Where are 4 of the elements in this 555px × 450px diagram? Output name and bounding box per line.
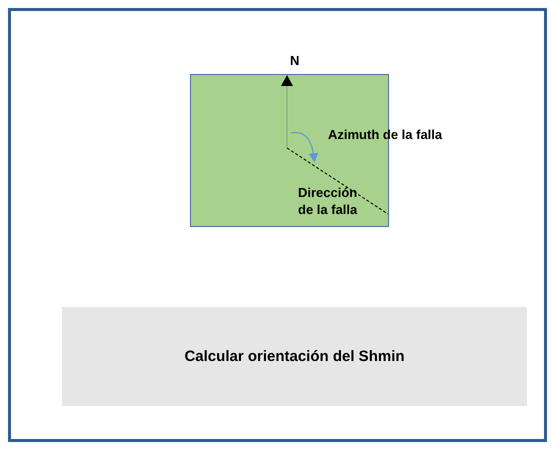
north-label: N xyxy=(290,53,300,70)
process-text: Calcular orientación del Shmin xyxy=(184,348,405,365)
process-box xyxy=(62,307,527,406)
direction-label: Dirección de la falla xyxy=(298,185,358,219)
